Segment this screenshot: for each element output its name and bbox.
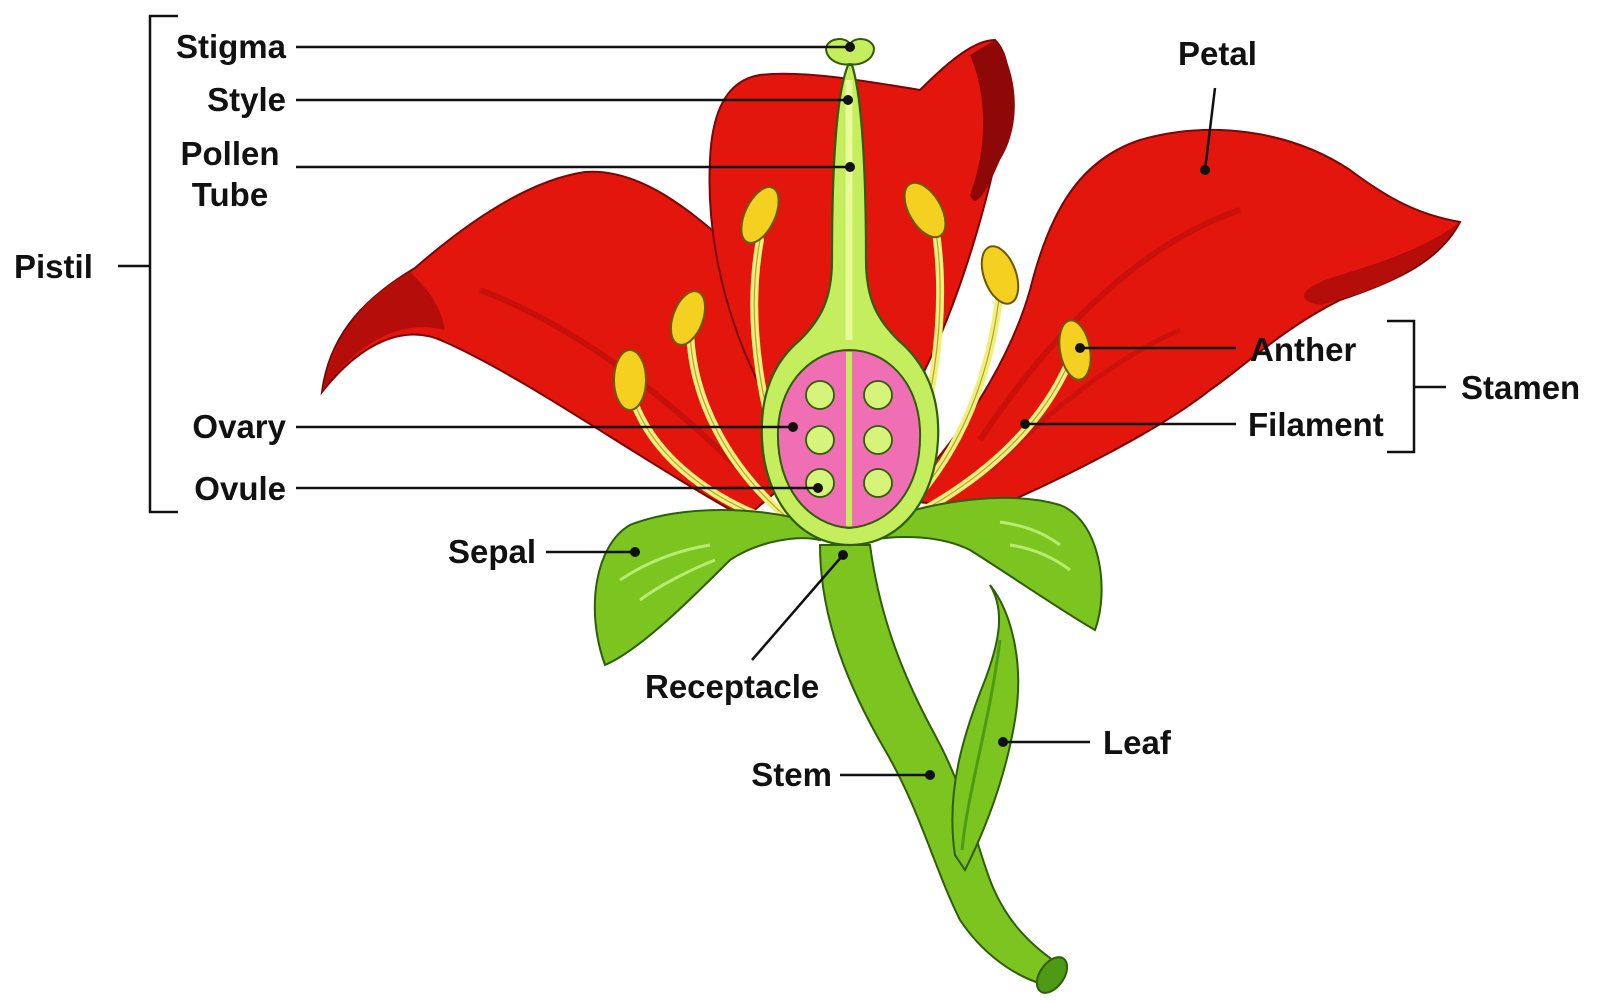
label-leaf: Leaf	[1103, 726, 1171, 759]
label-stem: Stem	[751, 758, 832, 791]
label-ovule: Ovule	[194, 472, 286, 505]
label-pollen-tube: Pollen Tube	[170, 133, 290, 216]
label-stamen: Stamen	[1461, 371, 1580, 404]
sepal-left	[595, 510, 820, 665]
label-anther: Anther	[1250, 333, 1356, 366]
label-receptacle: Receptacle	[645, 670, 819, 703]
stem	[820, 545, 1060, 985]
label-petal: Petal	[1178, 37, 1257, 70]
label-sepal: Sepal	[448, 535, 536, 568]
label-stigma: Stigma	[176, 30, 286, 63]
label-filament: Filament	[1248, 408, 1384, 441]
label-pistil: Pistil	[14, 250, 93, 283]
label-style: Style	[207, 83, 286, 116]
label-ovary: Ovary	[192, 410, 286, 443]
